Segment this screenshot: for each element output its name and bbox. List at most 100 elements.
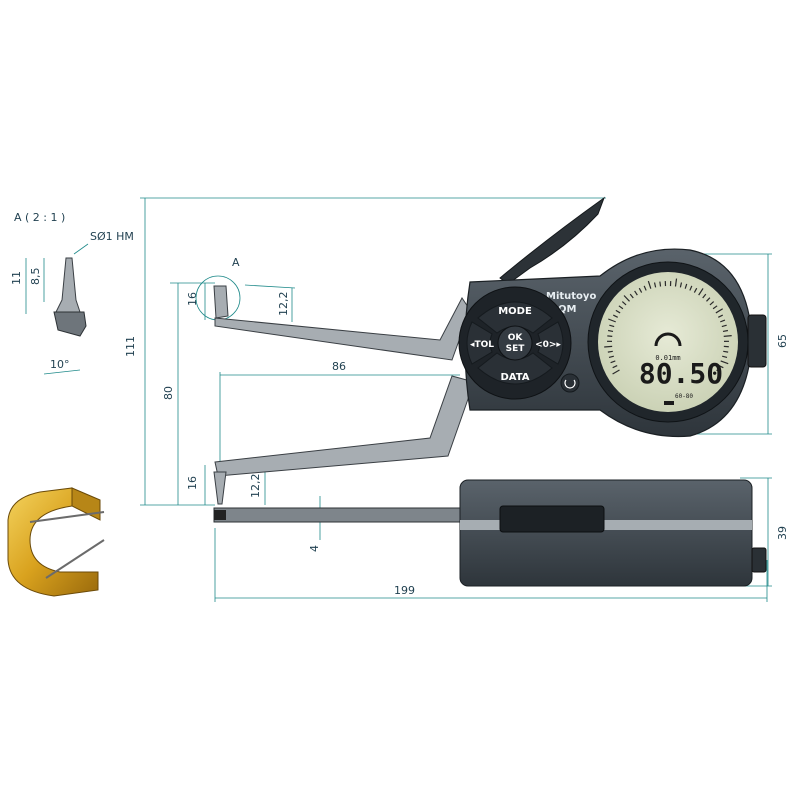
- dim-11-text: 11: [10, 271, 23, 285]
- release-lever: [499, 196, 606, 285]
- display-tick: [607, 335, 613, 337]
- display-tick: [659, 281, 662, 287]
- side-band: [460, 520, 752, 530]
- power-key-shape: [560, 373, 580, 393]
- tip-label: SØ1 HM: [90, 230, 134, 243]
- main-reading: 80.50: [639, 357, 723, 390]
- display-tick: [615, 309, 621, 314]
- display-tick: [612, 365, 618, 369]
- display-tick: [629, 293, 634, 299]
- display-tick: [722, 329, 729, 333]
- display-tick: [612, 314, 619, 318]
- display-tick-ring: [604, 278, 732, 375]
- dim-8-5-text: 8,5: [29, 268, 42, 286]
- brand-label: Mitutoyo: [546, 291, 596, 302]
- display-tick: [716, 369, 722, 374]
- caliper-arms: [213, 285, 475, 505]
- display-tick: [604, 345, 613, 348]
- display-tick: [610, 360, 616, 364]
- upper-tip: [213, 285, 229, 319]
- gauge-body-front: Mitutoyo QM MODE DATA ◂TOL <0>▸: [458, 248, 767, 438]
- gold-ring-inner-top: [71, 487, 101, 521]
- analog-arc-icon: [654, 332, 682, 347]
- ext-12-2-top: [244, 284, 296, 289]
- display-tick: [721, 324, 727, 328]
- dim-65-text: 65: [776, 334, 789, 348]
- display-tick: [621, 301, 627, 306]
- dim-111-text: 111: [124, 336, 137, 357]
- side-lever: [499, 505, 605, 533]
- dim-16-bottom-text: 16: [186, 476, 199, 490]
- display-tick: [723, 350, 729, 353]
- dim-39-text: 39: [776, 526, 789, 540]
- battery-icon: [664, 401, 674, 405]
- side-knob: [747, 314, 767, 368]
- display-tick: [706, 297, 711, 302]
- display-tick: [720, 319, 726, 323]
- tip-leader: [73, 243, 89, 255]
- display-tick: [607, 350, 613, 353]
- tol-button[interactable]: ◂TOL: [466, 321, 494, 365]
- detail-tip-shape: [55, 257, 81, 313]
- display-screen: [598, 272, 738, 412]
- display-tick: [712, 305, 718, 310]
- gold-ring-jaw-1: [29, 511, 105, 523]
- dim-86-text: 86: [332, 360, 346, 373]
- ok-set-button[interactable]: OK SET: [497, 325, 533, 361]
- gold-ring-jaw-2: [45, 539, 105, 579]
- power-icon: [564, 379, 576, 389]
- callout-a-label: A: [232, 256, 240, 269]
- display-tick: [723, 334, 732, 337]
- display-tick: [693, 287, 698, 293]
- power-button[interactable]: [560, 373, 580, 393]
- detail-base-shape: [53, 311, 87, 337]
- gold-ring-illustration: [7, 487, 105, 597]
- dimension-lines: 111 80 16 12,2 86 16 12,2 4 199 65: [124, 197, 789, 602]
- dim-80-text: 80: [162, 386, 175, 400]
- display-tick: [638, 287, 643, 293]
- dim-10deg-line: [43, 369, 81, 375]
- display-tick: [607, 329, 614, 333]
- dim-12-2-bottom-text: 12,2: [249, 474, 262, 499]
- detail-title: A ( 2 : 1 ): [14, 211, 65, 224]
- display-tick: [720, 360, 729, 365]
- side-arm-tip: [214, 510, 226, 520]
- display-tick: [647, 280, 652, 289]
- resolution-label: 0.01mm: [655, 354, 680, 362]
- display-tick: [718, 365, 724, 369]
- zero-button[interactable]: <0>▸: [535, 321, 564, 365]
- side-housing: [459, 479, 753, 587]
- display-tick: [608, 355, 614, 359]
- tol-key-shape: [466, 321, 493, 365]
- display-tick: [698, 288, 704, 296]
- keypad: MODE DATA ◂TOL <0>▸ OK SET: [458, 286, 580, 400]
- display-tick: [715, 308, 724, 314]
- range-label: 60-80: [675, 393, 693, 400]
- dim-199-text: 199: [394, 584, 415, 597]
- lower-tip: [213, 471, 227, 505]
- tol-label: ◂TOL: [470, 340, 494, 350]
- display-tick: [684, 283, 688, 289]
- display-tick: [643, 285, 647, 291]
- display-tick: [612, 369, 620, 375]
- display-tick: [634, 290, 638, 296]
- side-knob-profile: [751, 547, 767, 573]
- ok-set-key-shape: [497, 325, 533, 361]
- zero-label: <0>▸: [535, 340, 561, 350]
- display-tick: [608, 318, 616, 323]
- display-tick: [618, 305, 624, 310]
- data-label: DATA: [500, 372, 529, 383]
- display-tick: [653, 282, 657, 288]
- dim-4-text: 4: [308, 545, 321, 552]
- display-tick: [679, 282, 683, 288]
- display-tick: [722, 355, 728, 359]
- lower-arm: [214, 375, 475, 477]
- display-tick: [689, 285, 693, 291]
- brand-sub-label: QM: [558, 304, 577, 315]
- display-tick: [717, 314, 724, 318]
- gauge-body-side: [213, 479, 767, 587]
- dim-12-2-top-text: 12,2: [277, 292, 290, 317]
- detail-a-view: A ( 2 : 1 ) SØ1 HM 11 8,5 10°: [10, 211, 134, 375]
- lcd-display: 0.01mm 80.50 60-80: [587, 261, 749, 423]
